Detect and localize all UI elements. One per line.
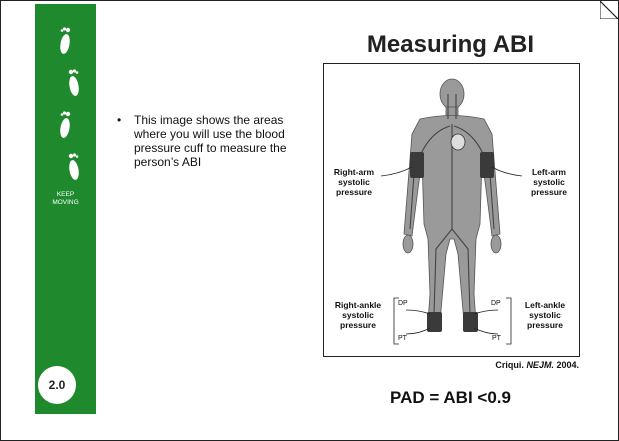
left-ankle-line2: systolic	[513, 310, 577, 320]
moving-line: MOVING	[35, 199, 96, 207]
right-pt-label: PT	[398, 335, 407, 342]
left-ankle-line3: pressure	[513, 320, 577, 330]
left-arm-label: Left-arm systolic pressure	[521, 167, 577, 197]
footprint-icon	[65, 150, 83, 182]
left-arm-line1: Left-arm	[521, 167, 577, 177]
right-ankle-line3: pressure	[325, 320, 391, 330]
heart-icon	[451, 134, 465, 150]
right-arm-line2: systolic	[326, 177, 382, 187]
footprint-icon	[56, 24, 74, 56]
section-badge: 2.0	[38, 366, 76, 404]
citation-journal: NEJM.	[526, 360, 554, 370]
citation: Criqui. NEJM. 2004.	[457, 360, 579, 370]
right-ankle-line2: systolic	[325, 310, 391, 320]
left-arm-line3: pressure	[521, 187, 577, 197]
keep-moving-text: KEEP MOVING	[35, 191, 96, 207]
left-dp-label: DP	[491, 300, 501, 307]
figure-title: Measuring ABI	[323, 31, 578, 59]
right-ankle-label: Right-ankle systolic pressure	[325, 300, 391, 330]
left-arm-line2: systolic	[521, 177, 577, 187]
right-arm-line1: Right-arm	[326, 167, 382, 177]
right-arm-cuff	[410, 152, 424, 178]
left-arm-cuff	[480, 152, 494, 178]
bullet-marker: •	[117, 113, 121, 127]
citation-year: 2004.	[556, 360, 579, 370]
footprint-icon	[65, 66, 83, 98]
citation-author: Criqui.	[495, 360, 524, 370]
bullet-text: This image shows the areas where you wil…	[134, 113, 314, 169]
left-ankle-label: Left-ankle systolic pressure	[513, 300, 577, 330]
page-corner-fold	[600, 1, 618, 19]
body-diagram: Right-arm systolic pressure Left-arm sys…	[323, 63, 580, 357]
right-ankle-cuff	[427, 312, 442, 332]
footprint-icon	[56, 108, 74, 140]
right-arm-label: Right-arm systolic pressure	[326, 167, 382, 197]
right-dp-label: DP	[398, 300, 408, 307]
left-ankle-line1: Left-ankle	[513, 300, 577, 310]
keep-line: KEEP	[35, 191, 96, 199]
right-arm-line3: pressure	[326, 187, 382, 197]
left-pt-label: PT	[492, 335, 501, 342]
green-sidebar: KEEP MOVING 2.0	[35, 4, 96, 414]
right-ankle-line1: Right-ankle	[325, 300, 391, 310]
pad-formula: PAD = ABI <0.9	[323, 388, 578, 408]
